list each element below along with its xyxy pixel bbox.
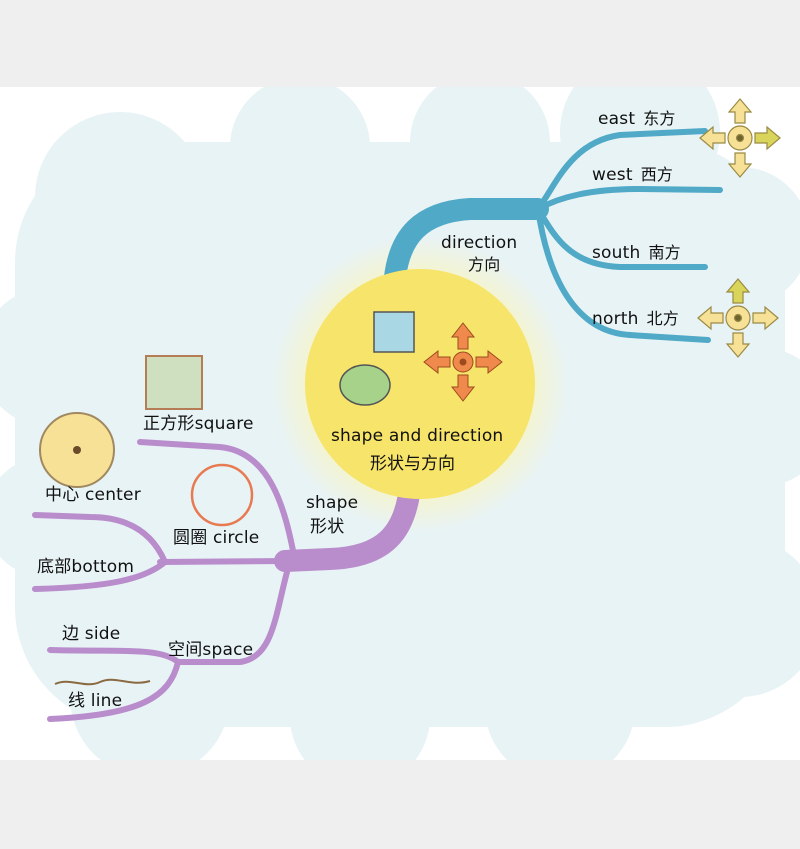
mind-map-canvas: shape and direction 形状与方向 direction 方向 e… [0,87,800,760]
central-topic-title: shape and direction [331,426,504,446]
edge-east [535,128,708,212]
shape-trunk [274,476,421,572]
orange-compass-icon [423,322,503,402]
circle-illustration [190,463,254,527]
direction-label-cn: 方向 [468,255,501,274]
cloud-background [0,87,800,760]
shape-label: shape [306,493,359,513]
circle-label: 圆圈 circle [173,528,260,548]
edge-north [535,206,711,343]
direction-label: direction [441,233,518,253]
wavy-line-illustration [54,678,151,686]
edge-west [535,185,723,212]
direction-branch [384,128,723,343]
square-illustration [145,355,203,410]
shape-branch [32,439,421,722]
north-compass-icon [697,278,779,358]
square-label: 正方形square [143,414,254,434]
edge-square [137,439,298,564]
edge-space [175,558,293,665]
edge-side [47,647,181,665]
line-label: 线 line [68,691,123,711]
bottom-label: 底部bottom [37,557,135,577]
side-label: 边 side [62,624,121,644]
space-label: 空间space [168,640,254,660]
green-ellipse-icon [339,364,391,406]
east-compass-icon [699,98,781,178]
edge-center [32,512,168,565]
edge-bottom [32,559,168,592]
direction-trunk [384,198,549,288]
central-topic-title-cn: 形状与方向 [370,454,455,474]
edge-line [47,659,181,722]
center-illustration [39,412,115,488]
mind-map-graphic [0,87,800,760]
blue-square-icon [373,311,415,353]
center-label: 中心 center [45,485,141,505]
edge-circle [157,558,293,565]
central-topic-circle [305,269,535,499]
shape-label-cn: 形状 [310,517,345,537]
edge-south [535,206,708,270]
